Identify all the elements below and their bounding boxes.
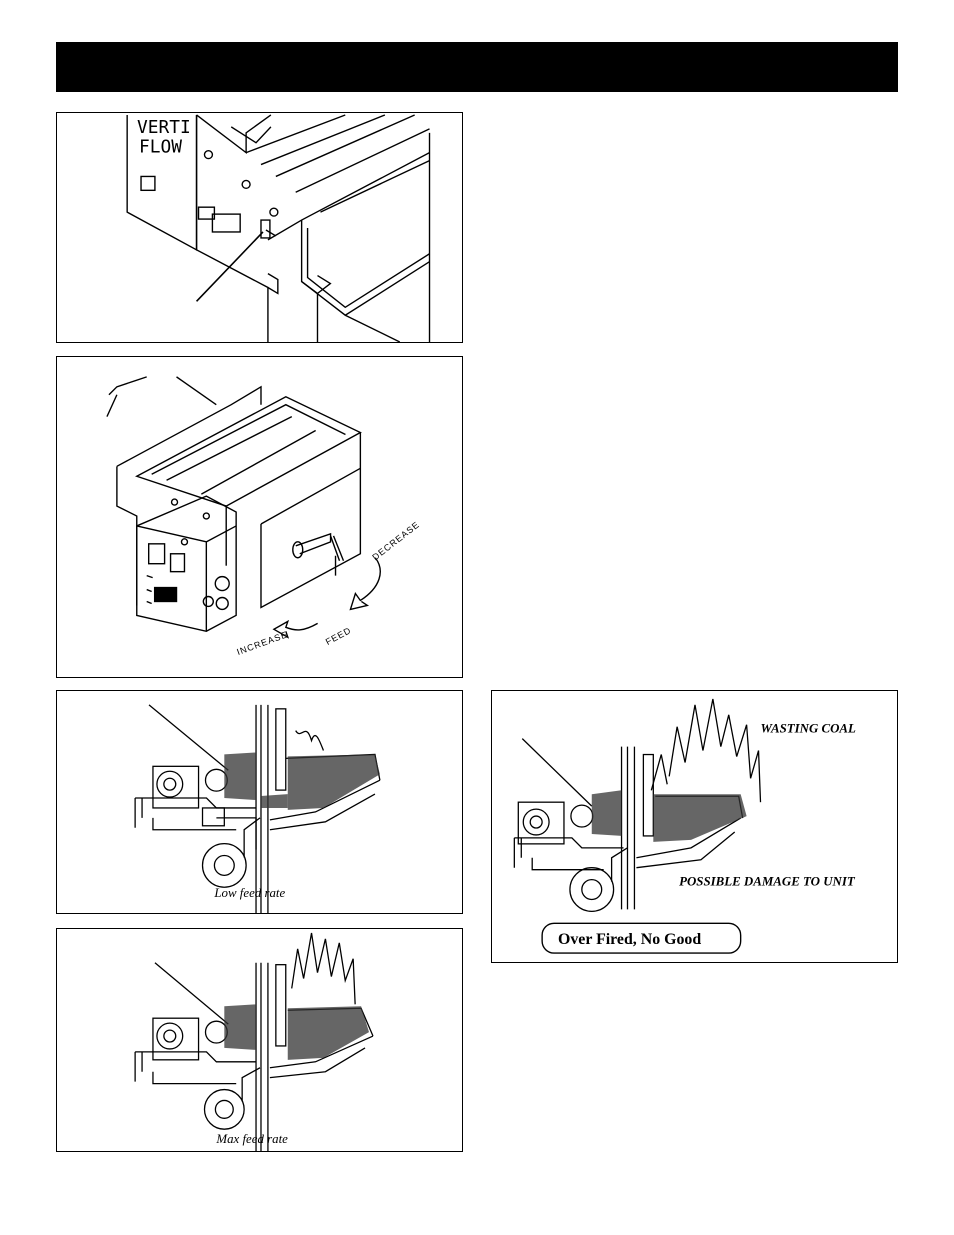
low-feed-cross-section: Low feed rate [57, 691, 462, 913]
figure-over-fired: WASTING COAL POSSIBLE DAMAGE TO UNIT Ove… [491, 690, 898, 963]
figure-feed-adjust-direction: DECREASE INCREASE FEED [56, 356, 463, 678]
max-feed-caption: Max feed rate [215, 1132, 288, 1146]
feed-label: FEED [324, 625, 353, 647]
figure-max-feed-rate: Max feed rate [56, 928, 463, 1152]
flow-stencil-text: FLOW [139, 137, 182, 158]
possible-damage-label: POSSIBLE DAMAGE TO UNIT [679, 875, 856, 889]
increase-label: INCREASE [235, 629, 289, 657]
figure-feed-lever-closeup: VERTI FLOW [56, 112, 463, 343]
verti-stencil-text: VERTI [137, 117, 191, 138]
low-feed-caption: Low feed rate [213, 886, 285, 900]
figure-low-feed-rate: Low feed rate [56, 690, 463, 914]
feed-lever-drawing: VERTI FLOW [57, 113, 462, 342]
section-header-bar [56, 42, 898, 92]
max-feed-cross-section: Max feed rate [57, 929, 462, 1151]
leader-line [197, 232, 263, 301]
over-fired-badge-text: Over Fired, No Good [558, 931, 701, 948]
wasting-coal-label: WASTING COAL [761, 722, 857, 736]
over-fired-cross-section: WASTING COAL POSSIBLE DAMAGE TO UNIT Ove… [492, 691, 897, 962]
hopper-adjust-drawing: DECREASE INCREASE FEED [57, 357, 462, 677]
decrease-label: DECREASE [370, 519, 421, 562]
